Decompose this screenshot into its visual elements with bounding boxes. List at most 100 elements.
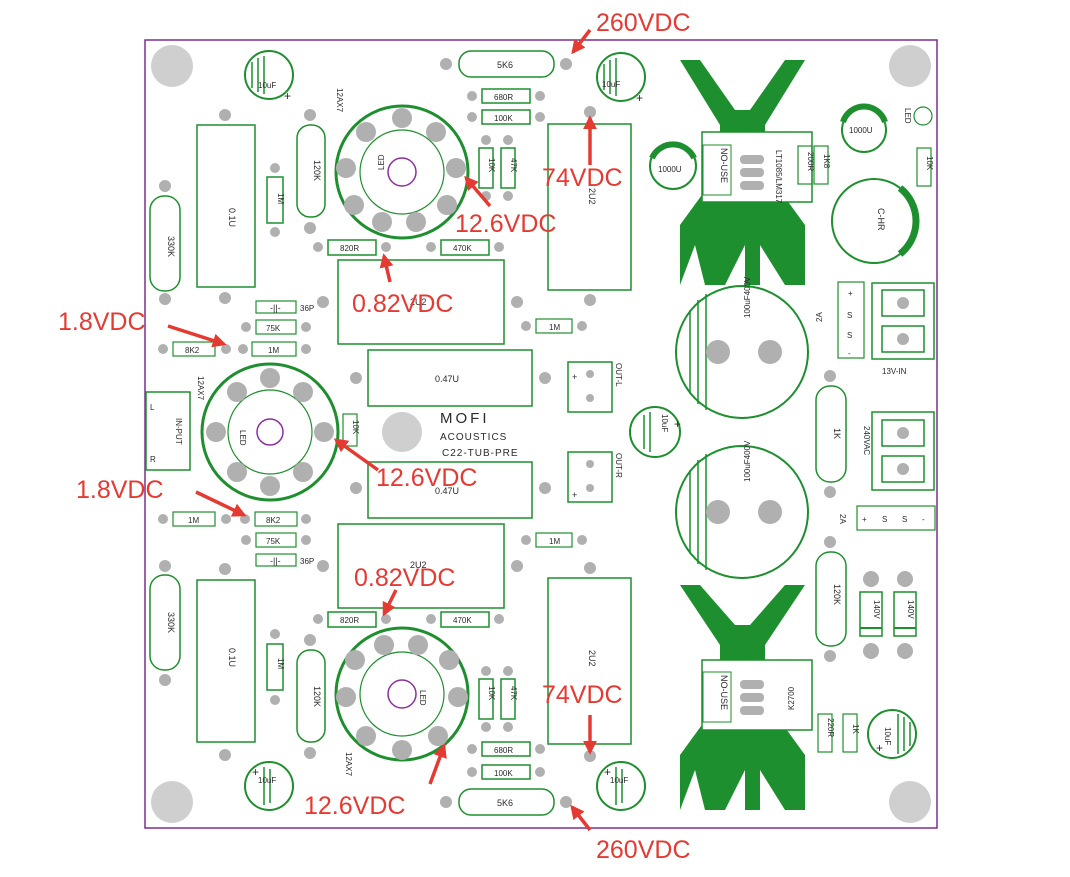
arrow-126v-top [464,175,492,208]
res-75k-top: 75K [241,319,311,335]
res-1m-top: 1M [266,163,285,237]
svg-text:S: S [882,515,887,524]
arrow-082v-top [379,253,394,283]
svg-text:C-HR: C-HR [876,208,886,231]
cap-10uf-power: 10uF + [867,709,917,759]
fuse-row: + S S - 2A [838,505,936,531]
svg-text:C22-TUB-PRE: C22-TUB-PRE [442,448,519,459]
svg-text:+: + [674,417,681,431]
svg-text:NO-USE: NO-USE [719,148,729,183]
svg-text:680R: 680R [494,746,513,755]
res-120k-power: 120K [815,536,847,662]
res-8k2-bottom: 8K2 [240,511,311,527]
svg-text:220R: 220R [826,718,835,737]
svg-text:OUT-R: OUT-R [614,453,623,478]
svg-text:LED: LED [418,690,427,706]
svg-text:10K: 10K [925,156,934,171]
res-5k6-top: 5K6 [440,50,572,78]
svg-text:5K6: 5K6 [497,798,513,808]
svg-text:2A: 2A [838,514,847,524]
cap-10uf-top-left: 10uF + [244,50,294,103]
arrow-260v-top [571,28,592,55]
svg-text:47K: 47K [509,686,518,701]
res-120k-bottom: 120K [296,634,326,759]
svg-text:75K: 75K [266,537,281,546]
svg-text:10uF: 10uF [258,776,276,785]
svg-text:LED: LED [238,430,247,446]
svg-text:LED: LED [377,154,386,170]
cap-c-hr: C-HR [831,178,920,264]
voltage-label-082v-top: 0.82VDC [352,290,453,318]
cap-0u1-bottom: 0.1U [196,563,256,761]
res-820r-top: 820R [313,239,391,256]
svg-text:S: S [902,515,907,524]
res-47k-bottom: 47K [500,666,518,732]
arrow-126v-bottom [428,743,447,785]
res-10k-power: 10K [916,147,934,187]
cap-100uf400v-top: 100uF400V [675,276,809,419]
svg-text:+: + [284,89,291,103]
res-1m-right-bottom: 1M [521,532,587,548]
svg-text:820R: 820R [340,616,359,625]
cap-10uf-middle: 10uF + [629,406,681,458]
connector-13v-in: + S S - 2A 13V-IN [815,281,935,376]
svg-text:+: + [876,741,883,755]
svg-text:IN-PUT: IN-PUT [174,418,183,445]
tube-12ax7-bottom: LED 12AX7 [334,626,470,777]
voltage-label-74v-bottom: 74VDC [542,681,623,709]
svg-text:10uF: 10uF [883,727,892,745]
res-330k-top: 330K [149,180,181,305]
res-10k-bottom: 10K [478,666,496,732]
brand-logo: MOFI ACOUSTICS C22-TUB-PRE [440,410,519,459]
svg-text:120K: 120K [832,584,842,605]
zener-140v-a: 140V [859,571,883,659]
res-1m-right-top: 1M [521,318,587,334]
svg-text:10K: 10K [487,686,496,701]
svg-text:36P: 36P [300,304,314,313]
heatsink-bottom: NO-USE K2700 [680,585,813,810]
cap-047u-top: 0.47U [350,349,551,407]
svg-text:+: + [572,490,577,500]
voltage-label-18v-b: 1.8VDC [76,476,164,504]
svg-text:75K: 75K [266,324,281,333]
svg-text:LT1085/LM317: LT1085/LM317 [774,150,783,204]
svg-text:10K: 10K [487,158,496,173]
tube-12ax7-top: LED 12AX7 [334,88,470,240]
res-75k-bottom: 75K [241,532,311,548]
voltage-arrows [167,28,597,832]
res-1k-power: 1K [815,370,847,498]
svg-text:140V: 140V [906,600,915,619]
svg-text:12AX7: 12AX7 [335,88,344,113]
res-8k2-top: 8K2 [158,341,231,357]
svg-text:10K: 10K [351,420,360,435]
zener-140v-b: 140V [893,571,917,659]
voltage-label-260v-top: 260VDC [596,9,691,37]
res-330k-bottom: 330K [149,560,181,686]
cap-2u2-bottom-horizontal: 2U2 [317,523,523,609]
svg-text:S: S [847,331,852,340]
res-1m-bottom-left: 1M [158,511,231,527]
svg-text:0.1U: 0.1U [227,648,237,667]
mounting-hole [151,45,193,87]
res-200r: 200R [797,145,815,185]
svg-text:12AX7: 12AX7 [196,376,205,401]
voltage-labels: 260VDC 74VDC 12.6VDC 0.82VDC 1.8VDC 12.6… [58,9,691,864]
svg-text:470K: 470K [453,244,472,253]
cap-2u2-top-vertical: 2U2 [547,106,632,306]
svg-text:0.47U: 0.47U [435,374,459,384]
arrow-18v-b [195,490,247,517]
res-1k-bottom-right: 1K [842,713,860,753]
input-connector: IN-PUT L R [145,391,191,471]
mounting-hole [151,781,193,823]
svg-text:1M: 1M [549,323,560,332]
svg-text:5K6: 5K6 [497,60,513,70]
cap-047u-bottom: 0.47U [350,461,551,519]
svg-text:10uF: 10uF [610,776,628,785]
svg-text:LED: LED [903,108,912,124]
svg-text:2U2: 2U2 [410,560,427,570]
svg-text:1M: 1M [276,658,285,669]
svg-text:140V: 140V [872,600,881,619]
svg-text:680R: 680R [494,93,513,102]
